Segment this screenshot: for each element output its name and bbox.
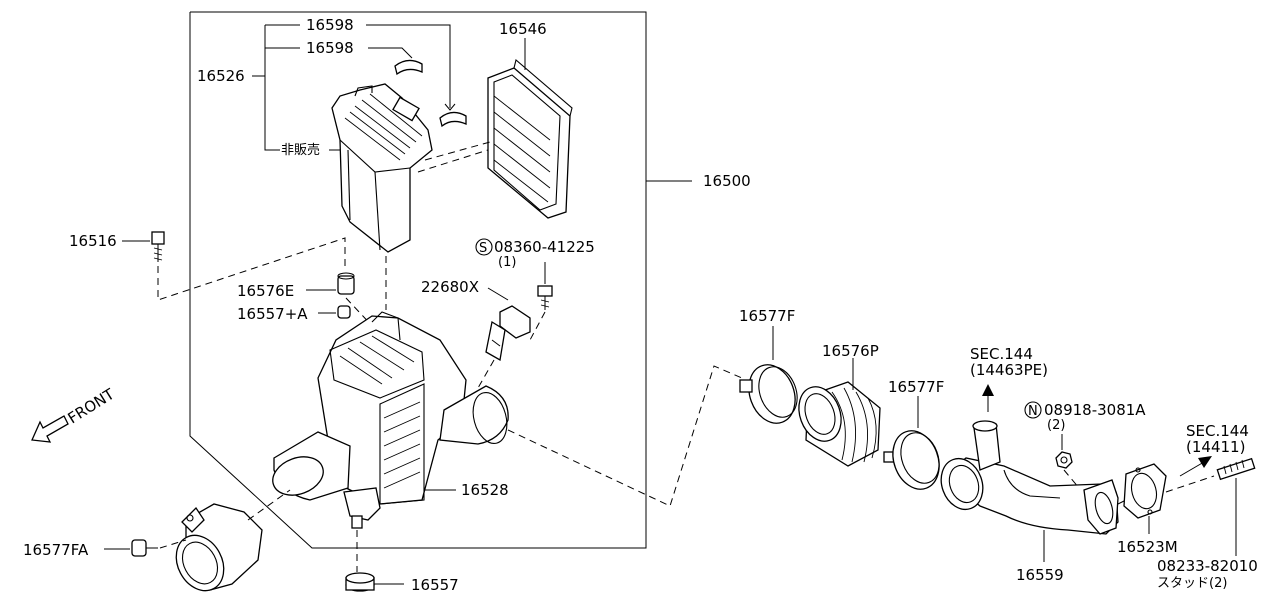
clip-16598-a: [394, 59, 423, 76]
n-symbol: [1024, 401, 1042, 419]
clip-16598-b: [439, 111, 467, 128]
s-symbol-letter: S: [479, 241, 487, 256]
airflow-sensor-22680x: [485, 305, 531, 362]
inlet-duct-16577fa: [175, 503, 263, 592]
nut-08918: [1055, 451, 1073, 469]
bolt-16516: [151, 231, 165, 262]
label-16546: 16546: [499, 20, 547, 38]
label-nut-08918: 08918-3081A: [1044, 401, 1146, 419]
s-symbol: [475, 238, 493, 256]
air-cleaner-lower-case: [272, 311, 509, 529]
arrow-up-icon: [982, 384, 994, 412]
label-stud-08233: 08233-82010: [1157, 557, 1258, 575]
label-16500: 16500: [703, 172, 751, 190]
label-16523m: 16523M: [1117, 538, 1178, 556]
collar-16557a: [337, 305, 351, 319]
label-16526: 16526: [197, 67, 245, 85]
bellows-16576p: [798, 381, 895, 467]
front-arrow: [31, 415, 69, 443]
label-16577f-b: 16577F: [888, 378, 944, 396]
label-sec144-a-ref: (14463PE): [970, 361, 1048, 379]
clamp-16577f-b: [892, 430, 940, 490]
air-filter-element: [487, 59, 573, 219]
label-16576e: 16576E: [237, 282, 294, 300]
grommet-16557: [345, 572, 375, 592]
label-16598-second: 16598: [306, 39, 354, 57]
label-sec144-a: SEC.144: [970, 345, 1033, 363]
arrow-right-icon: [1179, 456, 1212, 477]
label-not-for-sale: 非販売: [281, 142, 320, 158]
label-16598-top: 16598: [306, 16, 354, 34]
label-16576p: 16576P: [822, 342, 879, 360]
label-stud-note: スタッド(2): [1157, 576, 1227, 591]
air-cleaner-cover: [331, 83, 433, 253]
label-screw-qty: (1): [498, 255, 516, 270]
grommet-16576e: [337, 272, 355, 295]
label-sec144-b-ref: (14411): [1186, 438, 1245, 456]
clip-16577fa: [131, 539, 158, 557]
label-16557: 16557: [411, 576, 459, 594]
stud-08233: [1216, 457, 1256, 481]
label-nut-qty: (2): [1047, 418, 1065, 433]
assembly-boundary: [189, 11, 647, 549]
label-front: FRONT: [65, 385, 119, 428]
label-22680x: 22680X: [421, 278, 479, 296]
screw-08360: [537, 285, 553, 310]
gasket-16523m: [1123, 463, 1167, 519]
air-duct-16559: [940, 420, 1119, 535]
clamp-16577f-a: [739, 364, 798, 424]
label-16528: 16528: [461, 481, 509, 499]
label-screw-08360: 08360-41225: [494, 238, 595, 256]
leader-16598-second: [265, 47, 413, 59]
label-16516: 16516: [69, 232, 117, 250]
label-16577fa: 16577FA: [23, 541, 89, 559]
leader-16598-top: [265, 24, 456, 111]
bracket-16526: [264, 25, 280, 151]
label-16577f-a: 16577F: [739, 307, 795, 325]
n-symbol-letter: N: [1028, 404, 1038, 419]
label-16557a: 16557+A: [237, 305, 308, 323]
label-16559: 16559: [1016, 566, 1064, 584]
label-sec144-b: SEC.144: [1186, 422, 1249, 440]
